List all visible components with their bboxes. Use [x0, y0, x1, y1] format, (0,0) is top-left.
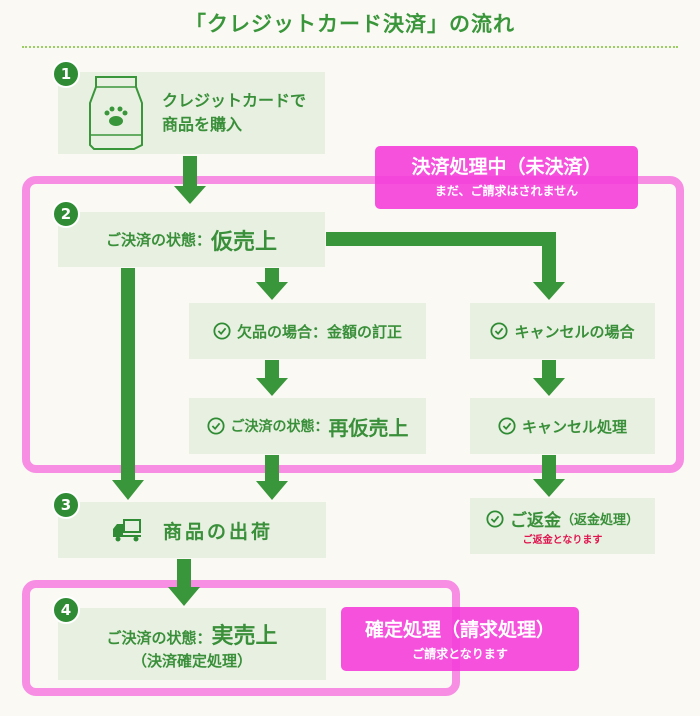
step4-emphasis: 実売上 [211, 623, 278, 649]
page-title: 「クレジットカード決済」の流れ [185, 12, 515, 36]
step1-line1: クレジットカードで [162, 91, 307, 110]
pet-food-bag-icon [89, 76, 143, 150]
check-circle-icon [206, 417, 225, 435]
check-circle-icon [486, 509, 504, 528]
step3-number: 3 [52, 491, 80, 519]
confirm-label: 確定処理（請求処理） ご請求となります [341, 607, 579, 671]
cancel-result-label: キャンセル処理 [521, 417, 627, 436]
arrow-cancel-to-refund [533, 455, 565, 497]
check-circle-icon [498, 417, 516, 435]
pending-title: 決済処理中（未決済） [411, 156, 602, 178]
pending-label: 決済処理中（未決済） まだ、ご請求はされません [375, 146, 638, 209]
confirm-sub: ご請求となります [412, 647, 508, 661]
refund-main: ご返金 [509, 511, 561, 531]
refund-note: ご返金となります [522, 535, 603, 546]
step1-box: クレジットカードで 商品を購入 [58, 72, 325, 154]
shortage-result-box: ご決済の状態： 再仮売上 [189, 398, 426, 454]
step4-number: 4 [52, 596, 80, 624]
shortage-case-box: 欠品の場合： 金額の訂正 [189, 303, 426, 359]
step4-prefix: ご決済の状態： [106, 628, 212, 647]
step2-emphasis: 仮売上 [211, 229, 278, 255]
pending-frame [22, 176, 684, 473]
step2-box: ご決済の状態： 仮売上 [58, 212, 325, 267]
check-circle-icon [490, 322, 509, 340]
shortage-result-emphasis: 再仮売上 [328, 415, 409, 440]
shortage-case-prefix: 欠品の場合： [236, 322, 327, 341]
pending-sub: まだ、ご請求はされません [434, 184, 579, 198]
truck-icon [112, 519, 141, 542]
step2-number: 2 [52, 200, 80, 228]
step2-prefix: ご決済の状態： [105, 231, 211, 249]
arrow-cancel-to-result [533, 360, 565, 396]
step1-line2: 商品を購入 [162, 115, 243, 134]
arrow-step2-to-cancel [326, 232, 565, 300]
arrow-result-to-step3 [256, 455, 288, 500]
cancel-result-box: キャンセル処理 [470, 398, 655, 454]
step4-box: ご決済の状態：実売上 （決済確定処理） [58, 608, 326, 680]
cancel-case-box: キャンセルの場合 [470, 303, 655, 359]
check-circle-icon [213, 322, 231, 340]
step3-box: 商品の出荷 [58, 502, 326, 558]
arrow-step1-to-step2 [174, 156, 206, 204]
arrow-step2-to-shortage [256, 268, 288, 300]
confirm-title: 確定処理（請求処理） [364, 619, 555, 641]
arrow-step2-to-step3 [112, 268, 144, 500]
shortage-case-emphasis: 金額の訂正 [327, 322, 403, 341]
refund-paren: （返金処理） [560, 513, 639, 528]
arrow-step3-to-step4 [168, 559, 200, 606]
arrow-shortage-to-result [256, 360, 288, 396]
step4-sub: （決済確定処理） [131, 651, 252, 670]
cancel-case-label: キャンセルの場合 [514, 322, 635, 341]
step3-label: 商品の出荷 [162, 520, 273, 543]
shortage-result-prefix: ご決済の状態： [230, 419, 329, 435]
title-divider [22, 46, 678, 48]
step1-number: 1 [52, 60, 80, 88]
refund-box: ご返金 （返金処理） ご返金となります [470, 498, 655, 554]
